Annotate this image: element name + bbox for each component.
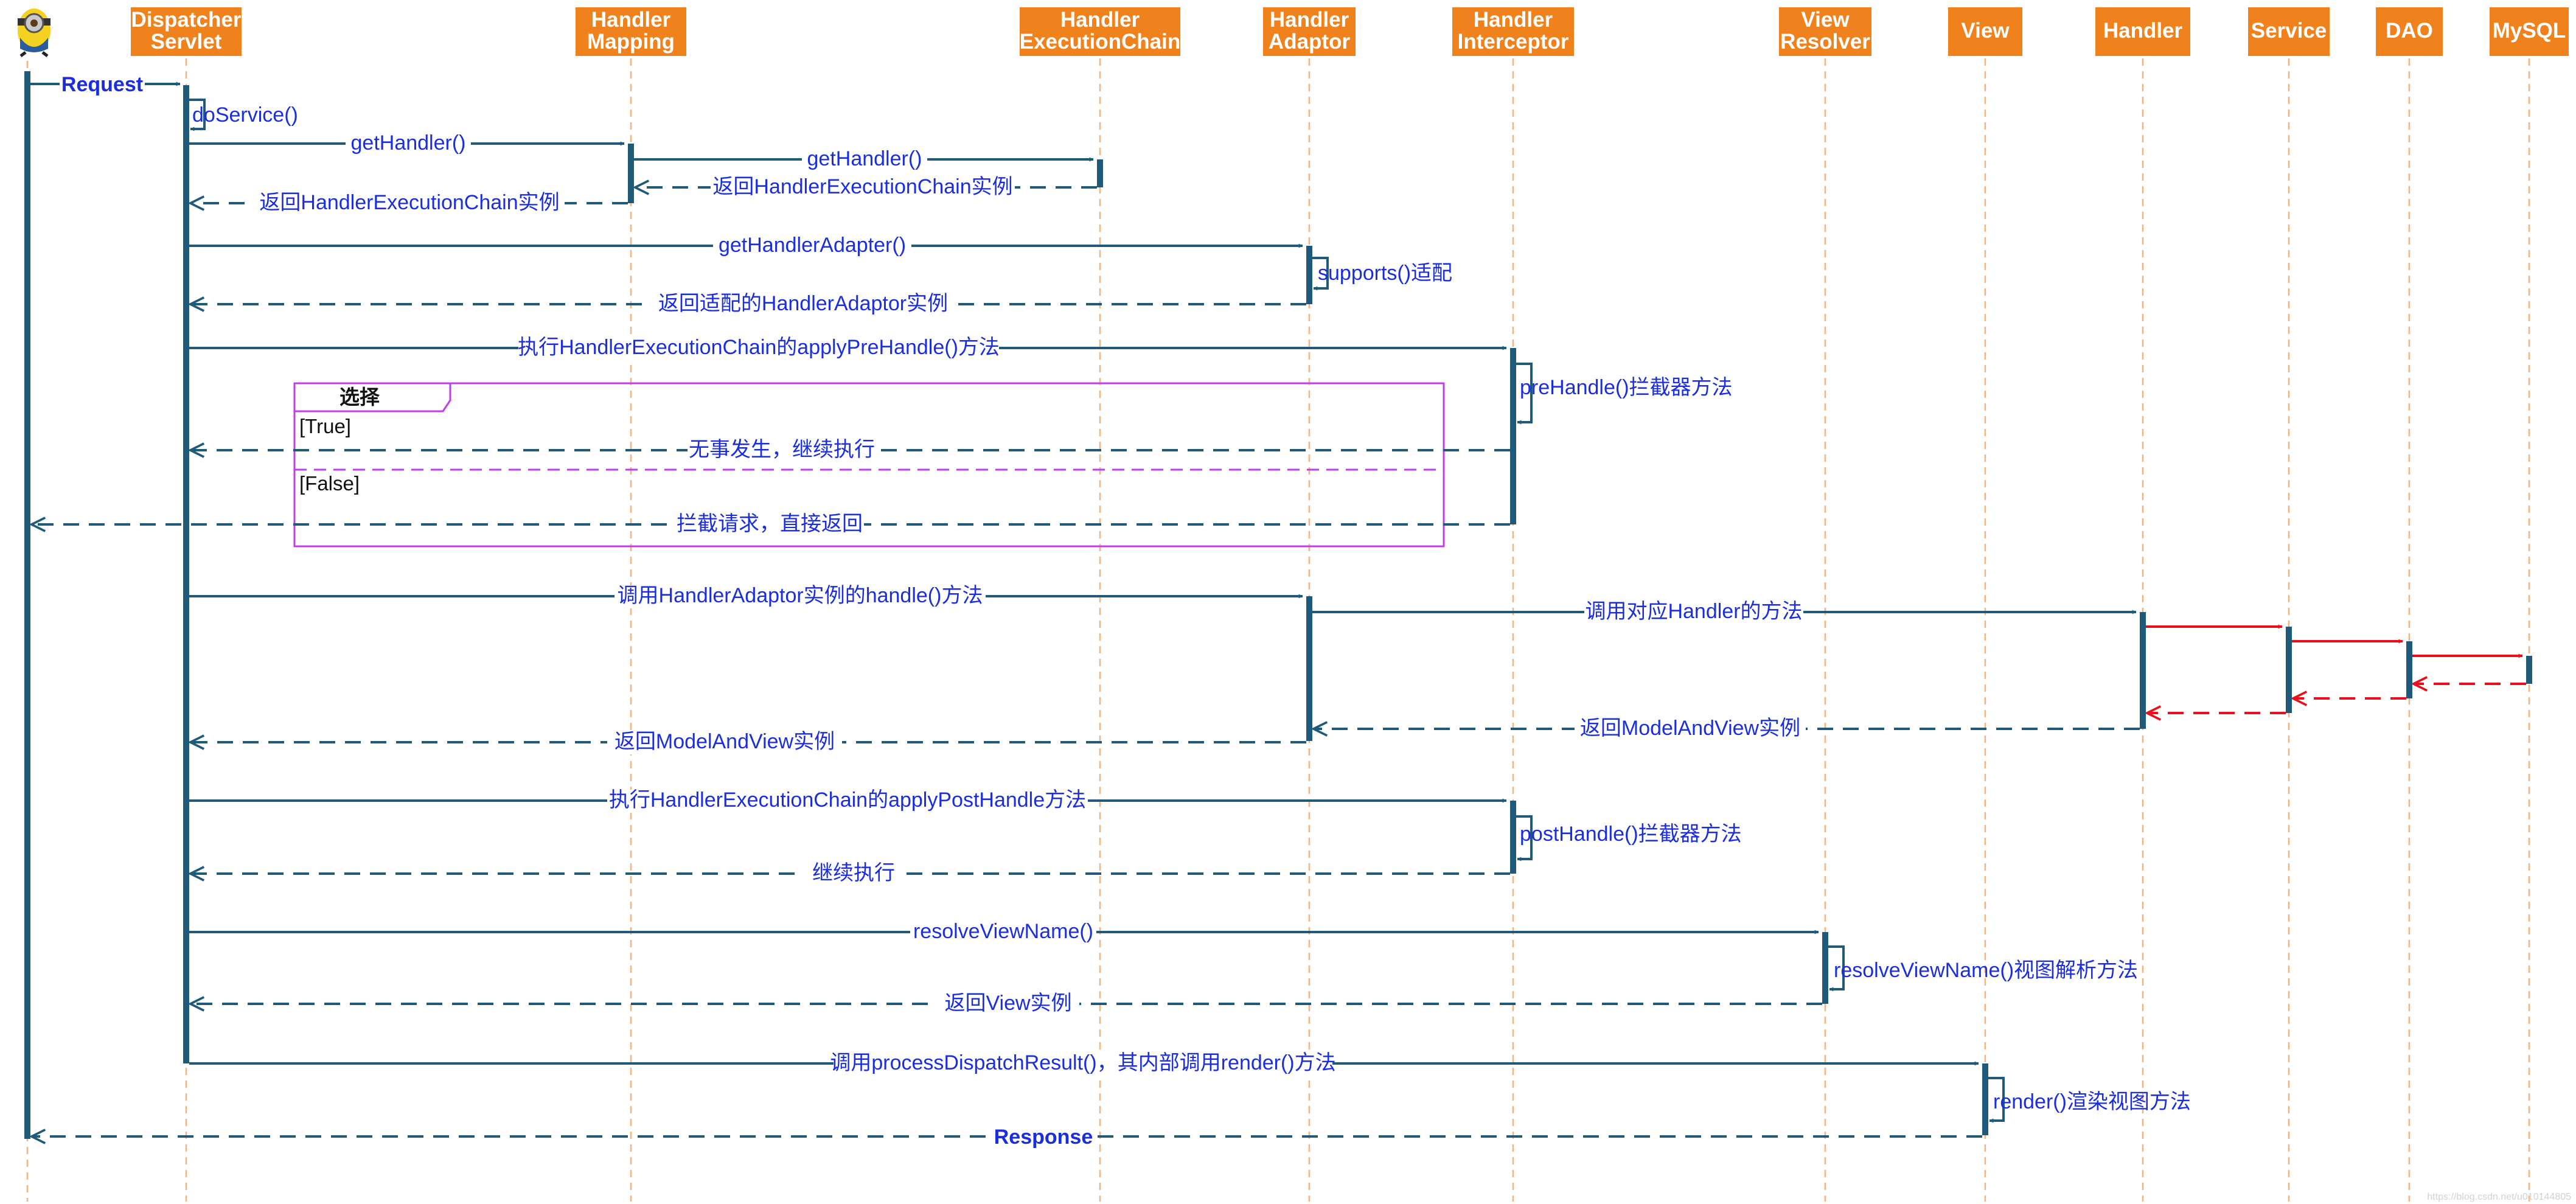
activation-view-resolver (1822, 932, 1828, 1004)
activation-dispatcher (183, 85, 189, 1063)
participant-view: View (1948, 7, 2022, 56)
svg-text:View: View (1801, 8, 1850, 32)
participant-handler-execution-chain: Handler ExecutionChain (1020, 7, 1180, 56)
msg-resolveviewname-self-arrow (1828, 945, 1845, 992)
activation-actor (24, 71, 30, 1139)
participant-service: Service (2248, 7, 2330, 56)
svg-text:Interceptor: Interceptor (1458, 30, 1569, 54)
messages: Request doService() getHandler() getHand… (30, 72, 2526, 1149)
msg-processdispatchresult-label: 调用processDispatchResult()，其内部调用render()方… (830, 1051, 1335, 1074)
svg-text:Resolver: Resolver (1780, 30, 1870, 54)
activation-interceptor-1 (1510, 348, 1516, 524)
msg-continue-2-label: 继续执行 (812, 861, 895, 885)
msg-continue-label: 无事发生，继续执行 (689, 438, 875, 461)
msg-prehandle-label: preHandle()拦截器方法 (1520, 376, 1733, 399)
msg-doservice-arrow (189, 99, 206, 131)
svg-text:Dispatcher: Dispatcher (131, 8, 242, 32)
svg-text:Servlet: Servlet (151, 30, 222, 54)
activation-adaptor-1 (1306, 246, 1312, 304)
msg-applyposthandle-label: 执行HandlerExecutionChain的applyPostHandle方… (609, 788, 1086, 812)
svg-text:Handler: Handler (2103, 19, 2183, 43)
activation-bars (24, 71, 2532, 1139)
msg-return-chain-1-label: 返回HandlerExecutionChain实例 (712, 175, 1012, 198)
msg-render-arrow (1988, 1077, 2005, 1123)
msg-posthandle-label: postHandle()拦截器方法 (1520, 823, 1742, 846)
activation-execution-chain (1097, 159, 1103, 187)
msg-response-label: Response (994, 1126, 1093, 1149)
svg-text:ExecutionChain: ExecutionChain (1020, 30, 1180, 54)
svg-text:Handler: Handler (1474, 8, 1553, 32)
lifelines (26, 58, 2530, 1202)
msg-return-chain-2-label: 返回HandlerExecutionChain实例 (259, 191, 559, 214)
activation-service (2286, 627, 2292, 713)
msg-return-view-label: 返回View实例 (944, 992, 1071, 1015)
svg-text:Handler: Handler (1270, 8, 1349, 32)
activation-interceptor-2 (1510, 801, 1516, 874)
msg-prehandle-arrow (1516, 363, 1533, 425)
fragment-title-tab (294, 382, 451, 412)
participant-dao: DAO (2376, 7, 2443, 56)
activation-adaptor-2 (1306, 596, 1312, 741)
watermark: https://blog.csdn.net/u010144805 (2427, 1192, 2571, 1202)
msg-supports-label: supports()适配 (1318, 262, 1452, 285)
participant-dispatcher-servlet: Dispatcher Servlet (131, 7, 242, 56)
msg-resolveviewname-self-label: resolveViewName()视图解析方法 (1834, 959, 2138, 982)
alt-fragment: 选择 [True] [False] (293, 382, 1445, 548)
svg-text:Mapping: Mapping (587, 30, 675, 54)
msg-handle-label: 调用HandlerAdaptor实例的handle()方法 (618, 584, 983, 607)
fragment-title: 选择 (339, 386, 380, 408)
msg-render-label: render()渲染视图方法 (1993, 1090, 2191, 1113)
svg-text:Handler: Handler (591, 8, 671, 32)
msg-request-label: Request (61, 73, 143, 96)
activation-handler-mapping (628, 144, 634, 203)
activation-handler (2140, 612, 2146, 729)
svg-text:View: View (1961, 19, 2010, 43)
participant-view-resolver: View Resolver (1779, 7, 1871, 56)
participant-mysql: MySQL (2490, 7, 2569, 56)
fragment-frame (293, 382, 1445, 548)
guard-true: [True] (299, 415, 351, 437)
msg-posthandle-arrow (1516, 815, 1533, 861)
svg-text:Service: Service (2251, 19, 2327, 43)
msg-resolveviewname-label: resolveViewName() (913, 920, 1093, 943)
msg-gethandler-1-label: getHandler() (351, 131, 466, 155)
svg-text:Handler: Handler (1060, 8, 1140, 32)
msg-return-mav-1-label: 返回ModelAndView实例 (1580, 717, 1800, 740)
msg-call-handler-label: 调用对应Handler的方法 (1585, 600, 1802, 623)
activation-view (1982, 1063, 1988, 1135)
msg-gethandler-2-label: getHandler() (807, 147, 922, 170)
svg-text:DAO: DAO (2386, 19, 2433, 43)
msg-return-adaptor-label: 返回适配的HandlerAdaptor实例 (658, 292, 948, 315)
actor-icon (18, 9, 50, 57)
participant-handler-adaptor: Handler Adaptor (1263, 7, 1356, 56)
msg-applyprehandle-label: 执行HandlerExecutionChain的applyPreHandle()… (518, 336, 1000, 359)
msg-return-mav-2-label: 返回ModelAndView实例 (614, 730, 835, 753)
svg-text:MySQL: MySQL (2493, 19, 2566, 43)
activation-dao (2406, 641, 2412, 698)
activation-mysql (2526, 656, 2532, 684)
participant-handler-mapping: Handler Mapping (576, 7, 686, 56)
svg-text:Adaptor: Adaptor (1269, 30, 1351, 54)
msg-supports-arrow (1312, 257, 1329, 291)
participant-handler: Handler (2095, 7, 2190, 56)
guard-false: [False] (299, 472, 360, 495)
msg-gethandleradapter-label: getHandlerAdapter() (719, 234, 906, 257)
msg-intercept-label: 拦截请求，直接返回 (677, 512, 863, 535)
participant-handler-interceptor: Handler Interceptor (1452, 7, 1574, 56)
msg-doservice-label: doService() (192, 103, 298, 127)
